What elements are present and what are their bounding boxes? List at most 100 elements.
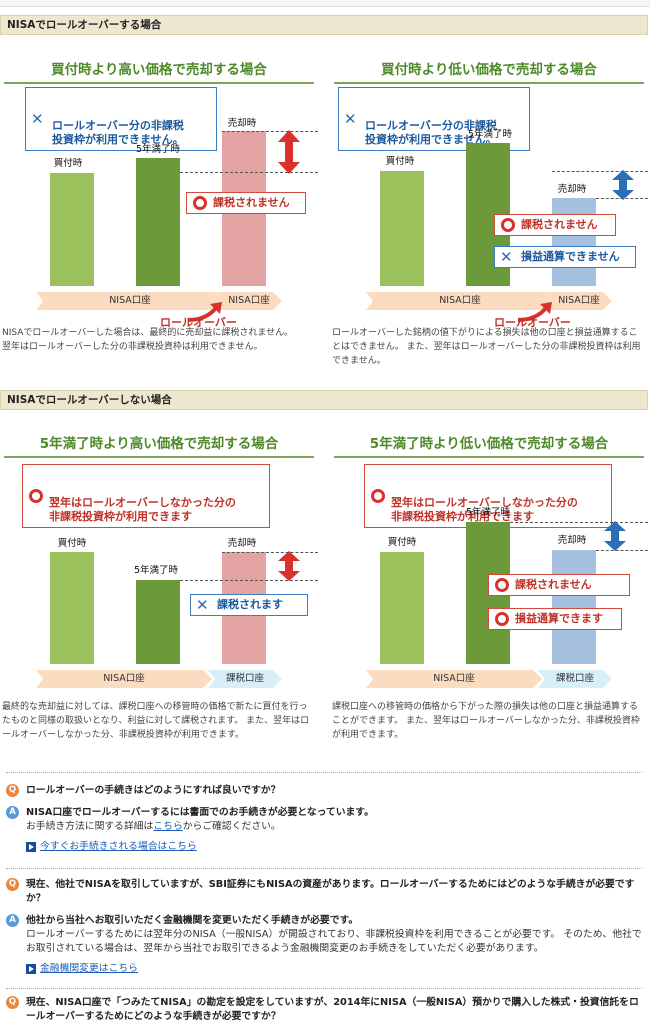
panel-no-rollover-high: 5年満了時より高い価格で売却する場合 翌年はロールオーバーしなかった分の 非課税… — [0, 432, 318, 762]
panel-title: 買付時より低い価格で売却する場合 — [334, 58, 644, 84]
notice-taxfree: 課税されません — [488, 574, 630, 596]
up-down-arrow-icon — [278, 130, 300, 174]
panel-title: 買付時より高い価格で売却する場合 — [4, 58, 314, 84]
rollover-label: ロールオーバー — [160, 316, 237, 329]
notice-text: ロールオーバー分の非課税 投資枠が利用できません。 — [365, 119, 497, 146]
up-down-arrow-icon — [604, 521, 626, 551]
faq-item-2: Q 現在、他社でNISAを取引していますが、SBI証券にもNISAの資産がありま… — [6, 878, 642, 976]
divider — [6, 868, 642, 869]
notice-text: ロールオーバー分の非課税 投資枠が利用できません。 — [52, 119, 184, 146]
answer-body: お手続き方法に関する詳細はこちらからご確認ください。 — [26, 820, 642, 834]
dashline-mid — [180, 580, 318, 581]
cross-icon: ✕ — [31, 110, 44, 128]
circle-icon — [495, 612, 509, 626]
notice-no-offset: ✕ 損益通算できません — [494, 246, 636, 268]
label-buy: 買付時 — [57, 538, 87, 549]
answer-heading: NISA口座でロールオーバーするには書面でのお手続きが必要となっています。 — [26, 807, 374, 818]
notice-taxfree: 課税されません — [186, 192, 306, 214]
notice-offset: 損益通算できます — [488, 608, 622, 630]
procedure-link-row: 今すぐお手続きされる場合はこちら — [6, 840, 642, 854]
description: ロールオーバーした銘柄の値下がりによる損失は他の口座と損益通算することはできませ… — [332, 328, 641, 366]
notice-box: 翌年はロールオーバーしなかった分の 非課税投資枠が利用できます — [22, 464, 270, 528]
label-buy: 買付時 — [387, 537, 417, 548]
account-band: NISA口座 NISA口座 — [0, 292, 318, 310]
label-buy: 買付時 — [53, 158, 83, 169]
faq-item-3: Q 現在、NISA口座で「つみたてNISA」の勘定を設定をしていますが、2014… — [6, 996, 642, 1024]
notice-taxfree-text: 課税されません — [213, 196, 290, 209]
question-text: ロールオーバーの手続きはどのようにすれば良いですか？ — [26, 785, 281, 796]
account-band: NISA口座 NISA口座 — [330, 292, 648, 310]
question-text: 現在、他社でNISAを取引していますが、SBI証券にもNISAの資産があります。… — [26, 879, 635, 904]
description: NISAでロールオーバーした場合は、最終的に売却益に課税されません。 翌年はロー… — [2, 328, 294, 352]
top-border — [0, 0, 650, 7]
bar-buy — [380, 552, 424, 664]
notice-offset-text: 損益通算できます — [515, 612, 603, 625]
description: 課税口座への移管時の価格から下がった際の損失は他の口座と損益通算することができま… — [332, 702, 640, 740]
label-expire: 5年満了時 — [133, 565, 179, 576]
faq-answer: A 他社から当社へお取引いただく金融機関を変更いただく手続きが必要です。 ロール… — [6, 914, 642, 956]
question-icon: Q — [6, 878, 19, 891]
question-text: 現在、NISA口座で「つみたてNISA」の勘定を設定をしていますが、2014年に… — [26, 997, 639, 1022]
section-header-no-rollover: NISAでロールオーバーしない場合 — [0, 390, 648, 410]
dashline-mid — [596, 550, 648, 551]
answer-body-pre: お手続き方法に関する詳細は — [26, 821, 154, 832]
faq-question: Q 現在、NISA口座で「つみたてNISA」の勘定を設定をしていますが、2014… — [6, 996, 642, 1024]
cross-icon: ✕ — [344, 110, 357, 128]
label-sell: 売却時 — [227, 118, 257, 129]
label-buy: 買付時 — [385, 156, 415, 167]
divider — [6, 988, 642, 989]
band-nisa: NISA口座 — [366, 670, 542, 688]
circle-icon — [371, 489, 385, 503]
label-expire: 5年満了時 — [467, 129, 513, 140]
notice-text: 翌年はロールオーバーしなかった分の 非課税投資枠が利用できます — [391, 496, 578, 523]
label-sell: 売却時 — [557, 184, 587, 195]
answer-icon: A — [6, 806, 19, 819]
notice-no-offset-text: 損益通算できません — [521, 250, 620, 263]
notice-box: 翌年はロールオーバーしなかった分の 非課税投資枠が利用できます — [364, 464, 612, 528]
arrow-right-icon — [26, 964, 36, 974]
dashline-top — [222, 131, 318, 132]
account-band: NISA口座 課税口座 — [0, 670, 318, 688]
notice-box: ✕ ロールオーバー分の非課税 投資枠が利用できません。 — [338, 87, 530, 151]
divider — [6, 772, 642, 773]
question-icon: Q — [6, 996, 19, 1009]
notice-taxfree: 課税されません — [494, 214, 616, 236]
band-nisa: NISA口座 — [366, 292, 554, 310]
dashline-top — [222, 552, 318, 553]
procedure-link[interactable]: 今すぐお手続きされる場合はこちら — [40, 841, 197, 852]
panel-rollover-low: 買付時より低い価格で売却する場合 ✕ ロールオーバー分の非課税 投資枠が利用でき… — [330, 58, 648, 376]
panel-title: 5年満了時より低い価格で売却する場合 — [334, 432, 644, 458]
cross-icon: ✕ — [500, 248, 513, 266]
label-sell: 売却時 — [557, 535, 587, 546]
dashline-mid — [180, 172, 318, 173]
account-band: NISA口座 課税口座 — [330, 670, 648, 688]
details-link[interactable]: こちら — [153, 821, 183, 832]
bar-expire — [136, 158, 180, 286]
panel-no-rollover-low: 5年満了時より低い価格で売却する場合 翌年はロールオーバーしなかった分の 非課税… — [330, 432, 648, 762]
label-expire: 5年満了時 — [465, 507, 511, 518]
description: 最終的な売却益に対しては、課税口座への移管時の価格で新たに買付を行ったものと同様… — [2, 702, 310, 740]
answer-body: ロールオーバーするためには翌年分のNISA（一般NISA）が開設されており、非課… — [26, 929, 642, 954]
rollover-arrow-icon — [517, 302, 552, 322]
up-down-arrow-icon — [612, 170, 634, 200]
label-sell: 売却時 — [227, 538, 257, 549]
notice-taxed: ✕ 課税されます — [190, 594, 308, 616]
bar-sell — [552, 550, 596, 664]
band-taxable: 課税口座 — [538, 670, 612, 688]
bar-buy — [380, 171, 424, 286]
circle-icon — [193, 196, 207, 210]
faq-answer: A NISA口座でロールオーバーするには書面でのお手続きが必要となっています。 … — [6, 806, 642, 834]
rollover-arrow-icon — [187, 302, 222, 322]
panel-rollover-high: 買付時より高い価格で売却する場合 ✕ ロールオーバー分の非課税 投資枠が利用でき… — [0, 58, 318, 376]
bar-sell — [552, 198, 596, 286]
up-down-arrow-icon — [278, 551, 300, 581]
faq-question: Q 現在、他社でNISAを取引していますが、SBI証券にもNISAの資産がありま… — [6, 878, 642, 906]
notice-taxed-text: 課税されます — [217, 598, 283, 611]
answer-icon: A — [6, 914, 19, 927]
bar-buy — [50, 173, 94, 286]
band-nisa-2: NISA口座 — [216, 292, 282, 310]
transfer-link[interactable]: 金融機関変更はこちら — [40, 963, 138, 974]
faq-item-1: Q ロールオーバーの手続きはどのようにすれば良いですか？ A NISA口座でロー… — [6, 784, 642, 854]
section-header-rollover: NISAでロールオーバーする場合 — [0, 15, 648, 35]
bar-buy — [50, 552, 94, 664]
